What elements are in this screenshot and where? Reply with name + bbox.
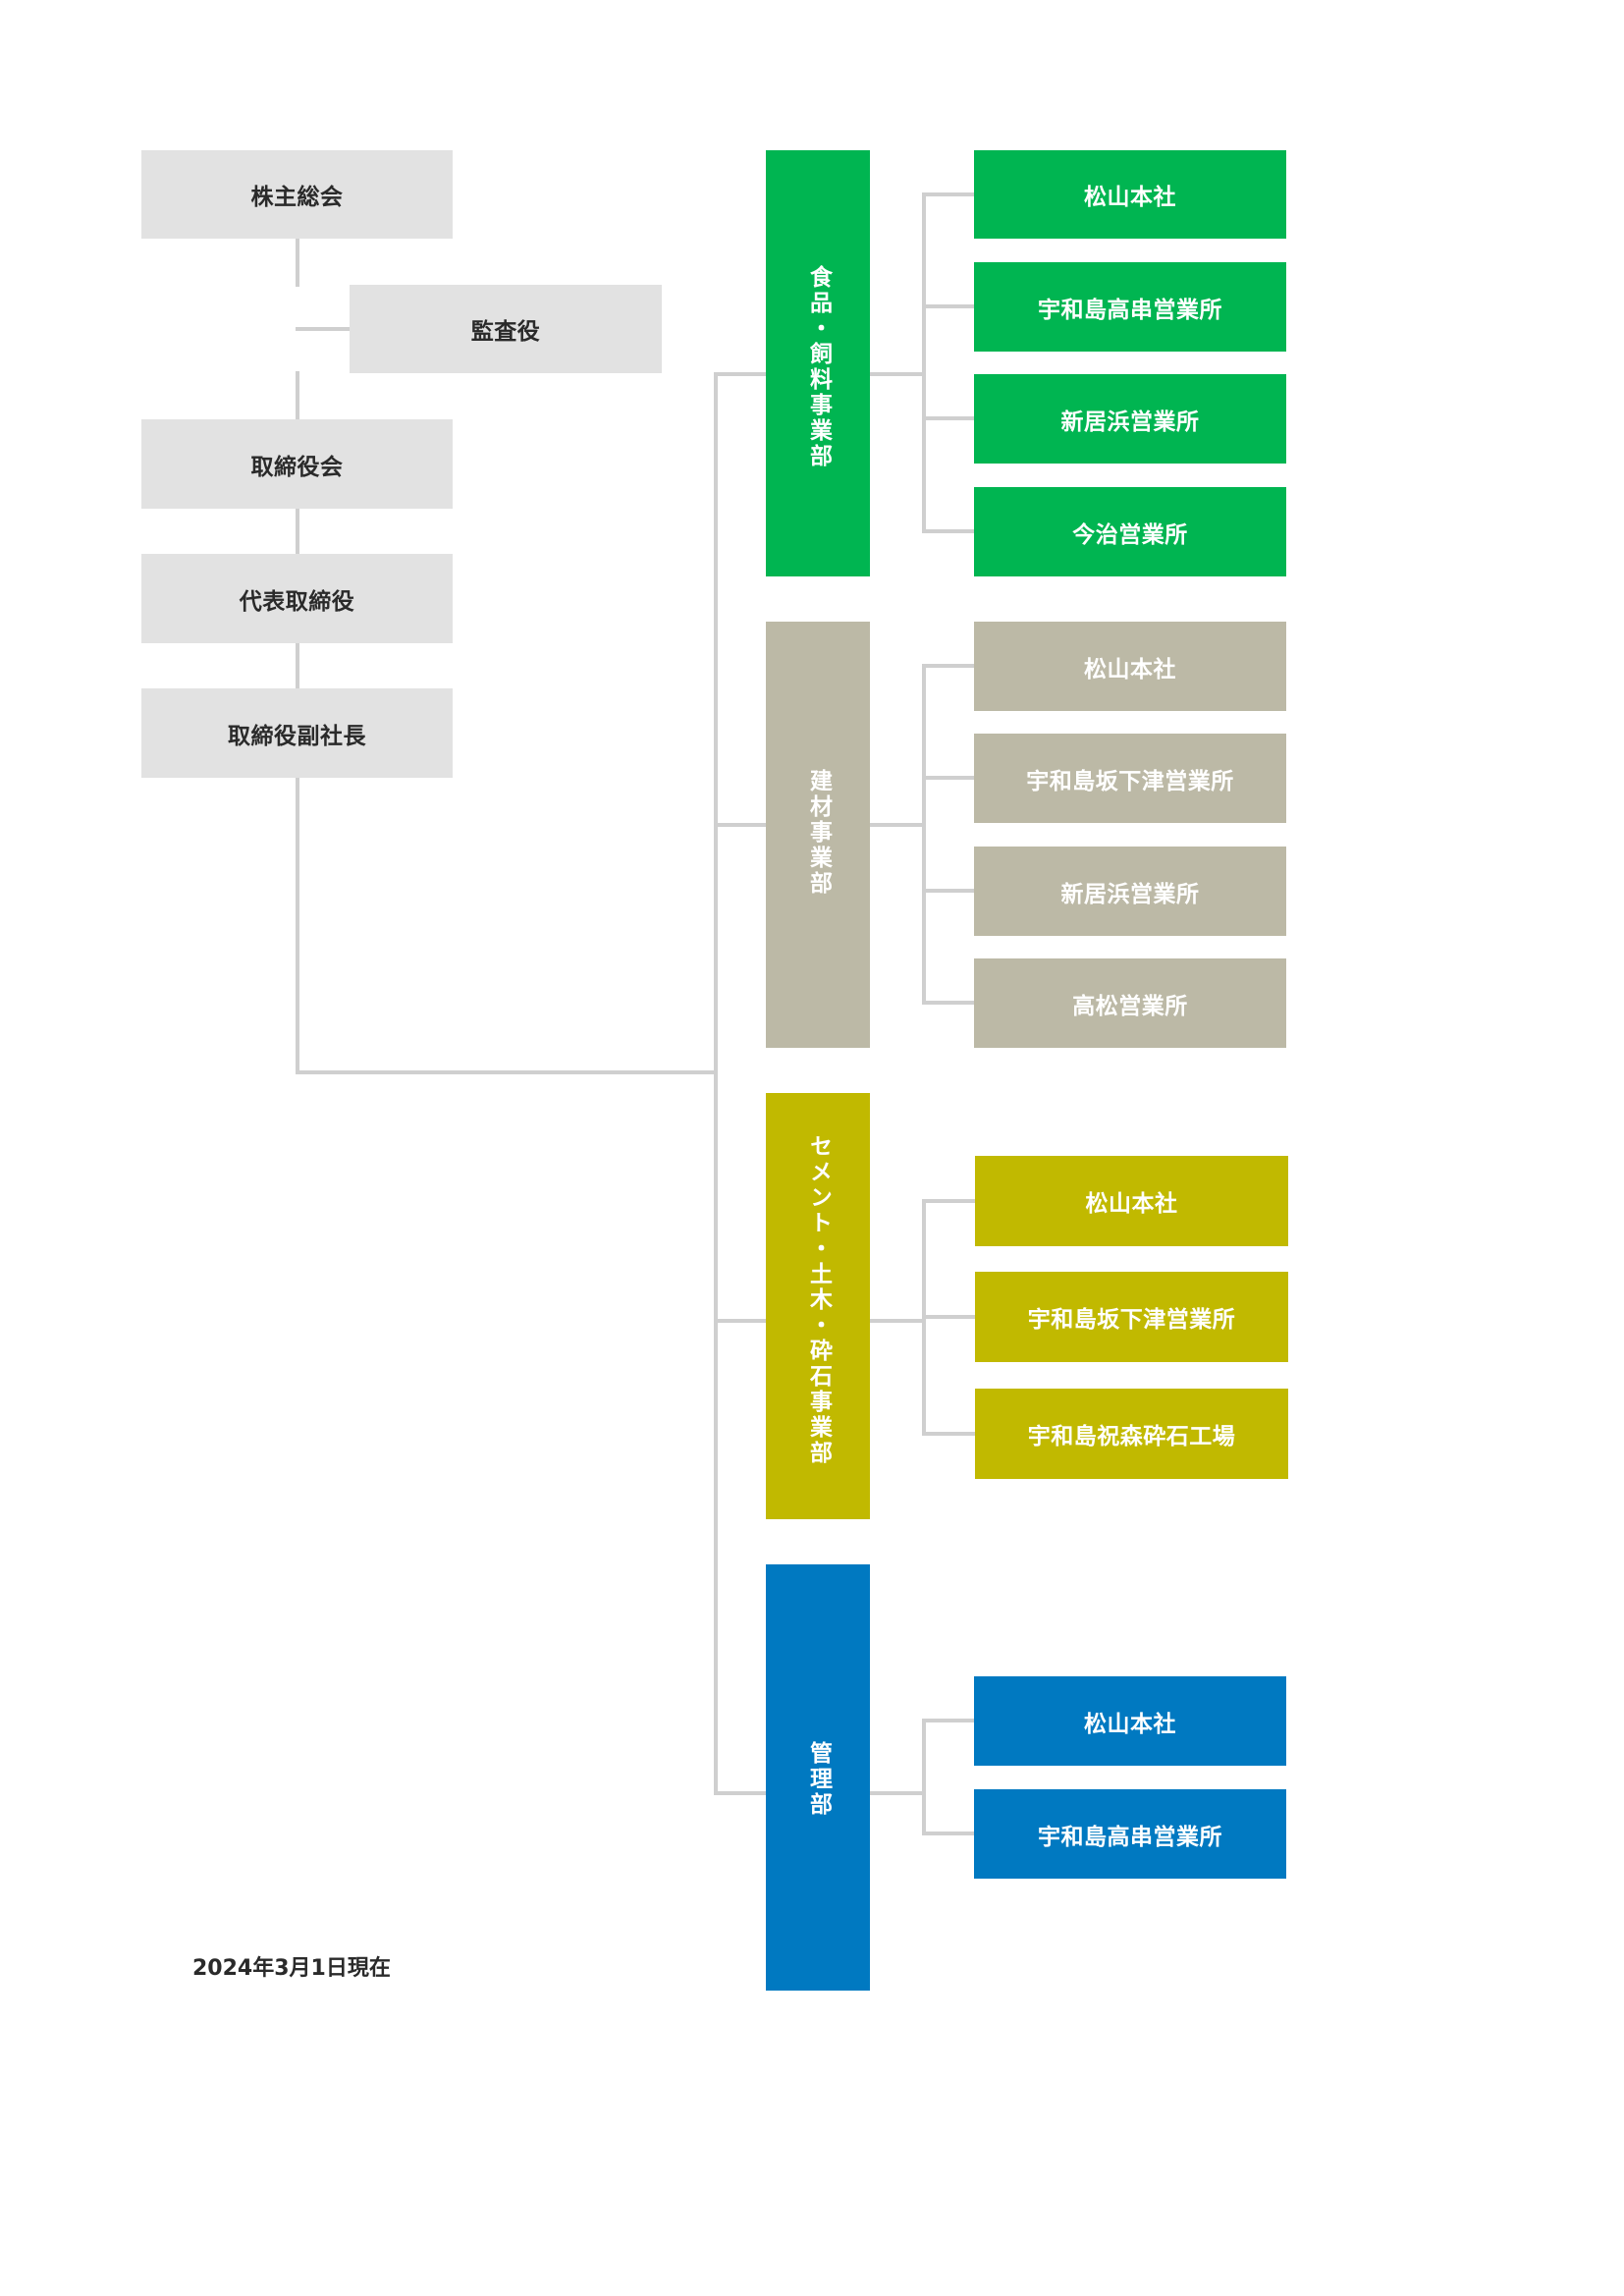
branch-label: 新居浜営業所 [1060,881,1200,907]
department-admin-label: 管理部 [805,1741,832,1818]
branch-label: 宇和島坂下津営業所 [1026,768,1234,794]
branch-food-4: 今治営業所 [974,487,1286,576]
branch-food-3: 新居浜営業所 [974,374,1286,464]
board-box: 取締役会 [141,419,453,509]
auditor-label: 監査役 [470,319,541,345]
vice-president-box: 取締役副社長 [141,688,453,778]
vice-president-label: 取締役副社長 [228,723,366,749]
branch-label: 宇和島高串営業所 [1038,1824,1222,1850]
branch-cement-2: 宇和島坂下津営業所 [975,1272,1288,1362]
department-food: 食品・飼料事業部 [766,150,870,576]
branch-admin-2: 宇和島高串営業所 [974,1789,1286,1879]
department-food-label: 食品・飼料事業部 [805,265,832,469]
branch-label: 宇和島祝森砕石工場 [1027,1424,1236,1449]
branch-building-4: 高松営業所 [974,958,1286,1048]
branch-admin-1: 松山本社 [974,1676,1286,1766]
board-label: 取締役会 [250,454,344,480]
representative-box: 代表取締役 [141,554,453,643]
branch-cement-1: 松山本社 [975,1156,1288,1246]
shareholders-box: 株主総会 [141,150,453,239]
branch-label: 松山本社 [1084,1711,1176,1737]
branch-label: 今治営業所 [1072,521,1188,548]
branch-building-1: 松山本社 [974,622,1286,711]
representative-label: 代表取締役 [239,588,355,615]
auditor-box: 監査役 [350,285,662,373]
branch-label: 松山本社 [1084,185,1176,210]
department-building-label: 建材事業部 [805,769,832,897]
branch-cement-3: 宇和島祝森砕石工場 [975,1389,1288,1479]
branch-label: 宇和島高串営業所 [1038,297,1222,323]
branch-label: 新居浜営業所 [1060,409,1200,435]
department-admin: 管理部 [766,1564,870,1991]
branch-label: 宇和島坂下津営業所 [1027,1307,1236,1333]
branch-building-3: 新居浜営業所 [974,847,1286,936]
department-building: 建材事業部 [766,622,870,1048]
as-of-date: 2024年3月1日現在 [192,1956,391,1981]
department-cement-label: セメント・土木・砕石事業部 [805,1134,832,1466]
branch-label: 松山本社 [1085,1191,1178,1217]
department-cement: セメント・土木・砕石事業部 [766,1093,870,1519]
branch-label: 松山本社 [1084,656,1176,683]
shareholders-label: 株主総会 [250,185,344,210]
branch-label: 高松営業所 [1072,993,1188,1019]
branch-food-2: 宇和島高串営業所 [974,262,1286,352]
branch-food-1: 松山本社 [974,150,1286,239]
branch-building-2: 宇和島坂下津営業所 [974,734,1286,823]
